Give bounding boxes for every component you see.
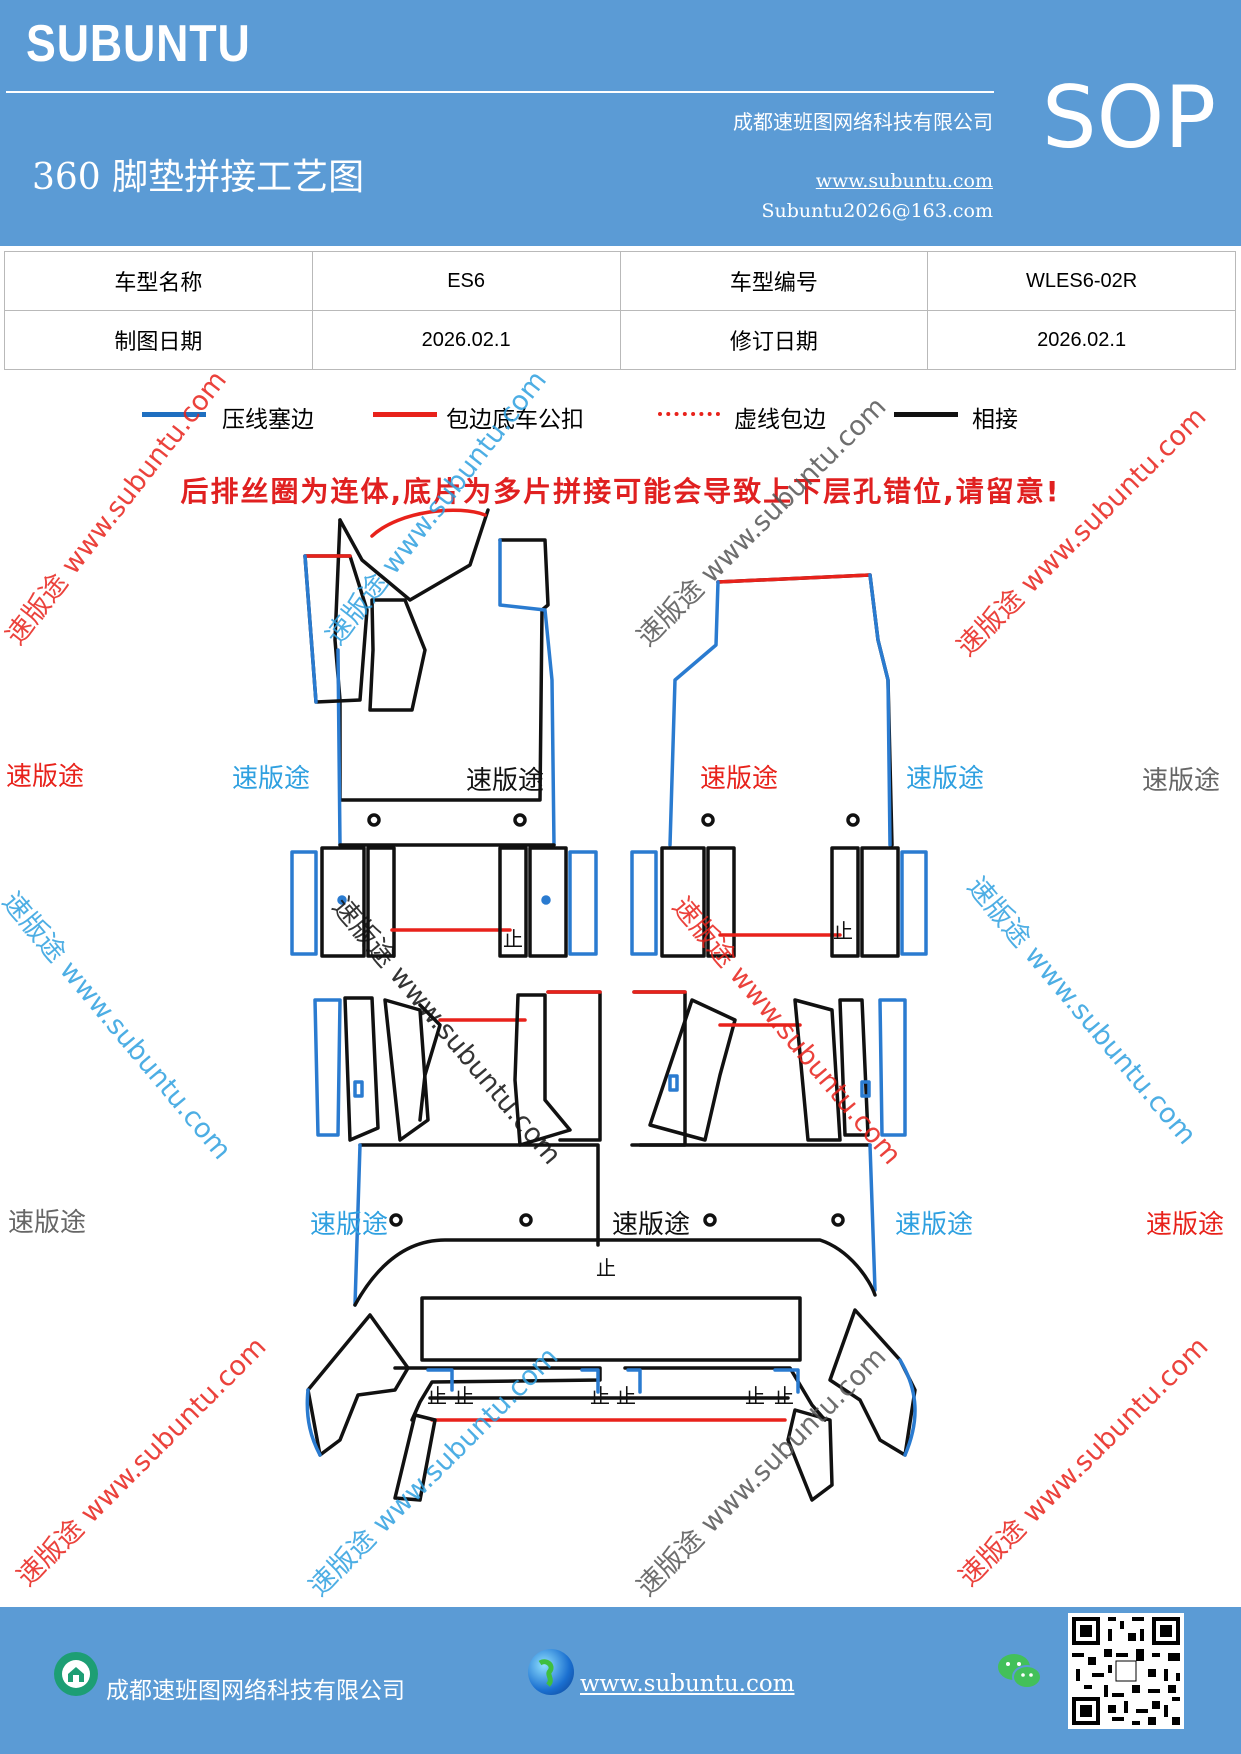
table-value: ES6 xyxy=(311,251,621,311)
watermark-text: 速版途 xyxy=(895,1210,974,1240)
second-row-right xyxy=(630,846,928,958)
second-row-left xyxy=(290,846,598,958)
page-title: 360 脚垫拼接工艺图 xyxy=(32,157,365,198)
footer-website-link[interactable]: www.subuntu.com xyxy=(580,1671,795,1697)
header-banner: SUBUNTU 成都速班图网络科技有限公司 360 脚垫拼接工艺图 www.su… xyxy=(0,0,1241,246)
footer-banner: 成都速班图网络科技有限公司 www.subuntu.com xyxy=(0,1607,1241,1754)
watermark-text: 速版途 xyxy=(6,762,85,792)
legend-swatch-red xyxy=(373,412,437,417)
table-row: 车型名称 ES6 车型编号 WLES6-02R xyxy=(4,251,1236,311)
legend-label: 相接 xyxy=(972,407,1018,433)
header-divider xyxy=(6,91,994,93)
table-label: 车型编号 xyxy=(619,251,929,311)
watermark-text: 速版途 xyxy=(310,1210,389,1240)
floor-mat-diagram: 止 止 止 止 止 止 止 止 止 xyxy=(290,508,928,1502)
stop-mark: 止 xyxy=(596,1256,616,1280)
brand-logo: SUBUNTU xyxy=(26,15,251,73)
front-right-mat xyxy=(668,573,894,847)
stop-marks: 止 止 止 止 止 止 止 止 止 xyxy=(427,919,853,1408)
watermark-text: 速版途 xyxy=(1146,1210,1225,1240)
stop-mark: 止 xyxy=(503,927,523,951)
warning-text: 后排丝圈为连体,底片为多片拼接可能会导致上下层孔错位,请留意! xyxy=(180,475,1061,508)
table-value: WLES6-02R xyxy=(927,251,1236,311)
stop-mark: 止 xyxy=(427,1384,447,1408)
email-address: Subuntu2026@163.com xyxy=(761,200,993,222)
legend-swatch-red-dotted xyxy=(658,412,720,416)
table-row: 制图日期 2026.02.1 修订日期 2026.02.1 xyxy=(4,310,1236,370)
footer-company: 成都速班图网络科技有限公司 xyxy=(106,1678,405,1704)
stop-mark: 止 xyxy=(745,1384,765,1408)
stop-mark: 止 xyxy=(616,1384,636,1408)
stop-mark: 止 xyxy=(833,919,853,943)
watermark-text: 速版途 xyxy=(8,1208,87,1238)
watermark-text: 速版途 xyxy=(1142,766,1221,796)
watermark-text: 速版途 xyxy=(700,764,779,794)
stop-mark: 止 xyxy=(774,1384,794,1408)
vehicle-info-table: 车型名称 ES6 车型编号 WLES6-02R 制图日期 2026.02.1 修… xyxy=(4,251,1236,370)
company-name: 成都速班图网络科技有限公司 xyxy=(733,110,993,134)
table-value: 2026.02.1 xyxy=(311,310,621,370)
stop-mark: 止 xyxy=(590,1384,610,1408)
qr-code[interactable] xyxy=(1068,1613,1184,1729)
watermark-text: 速版途 xyxy=(466,766,545,796)
watermark-text: 速版途 xyxy=(232,764,311,794)
table-value: 2026.02.1 xyxy=(927,310,1236,370)
sop-badge: SOP xyxy=(1042,68,1217,168)
watermark-text: 速版途 xyxy=(612,1210,691,1240)
table-label: 制图日期 xyxy=(4,310,313,370)
rear-floor-section xyxy=(305,1143,917,1502)
website-link[interactable]: www.subuntu.com xyxy=(815,170,993,192)
legend-label: 虚线包边 xyxy=(734,407,826,433)
table-label: 车型名称 xyxy=(4,251,313,311)
legend-swatch-black xyxy=(894,412,958,417)
legend-label: 压线塞边 xyxy=(222,407,314,433)
globe-icon xyxy=(528,1649,574,1695)
stop-mark: 止 xyxy=(454,1384,474,1408)
home-icon xyxy=(54,1652,98,1696)
legend-swatch-blue xyxy=(142,412,206,417)
front-left-mat xyxy=(303,508,556,847)
legend-label: 包边底车公扣 xyxy=(446,407,584,433)
watermark-text: 速版途 xyxy=(906,764,985,794)
wechat-icon[interactable] xyxy=(996,1651,1044,1693)
table-label: 修订日期 xyxy=(619,310,929,370)
